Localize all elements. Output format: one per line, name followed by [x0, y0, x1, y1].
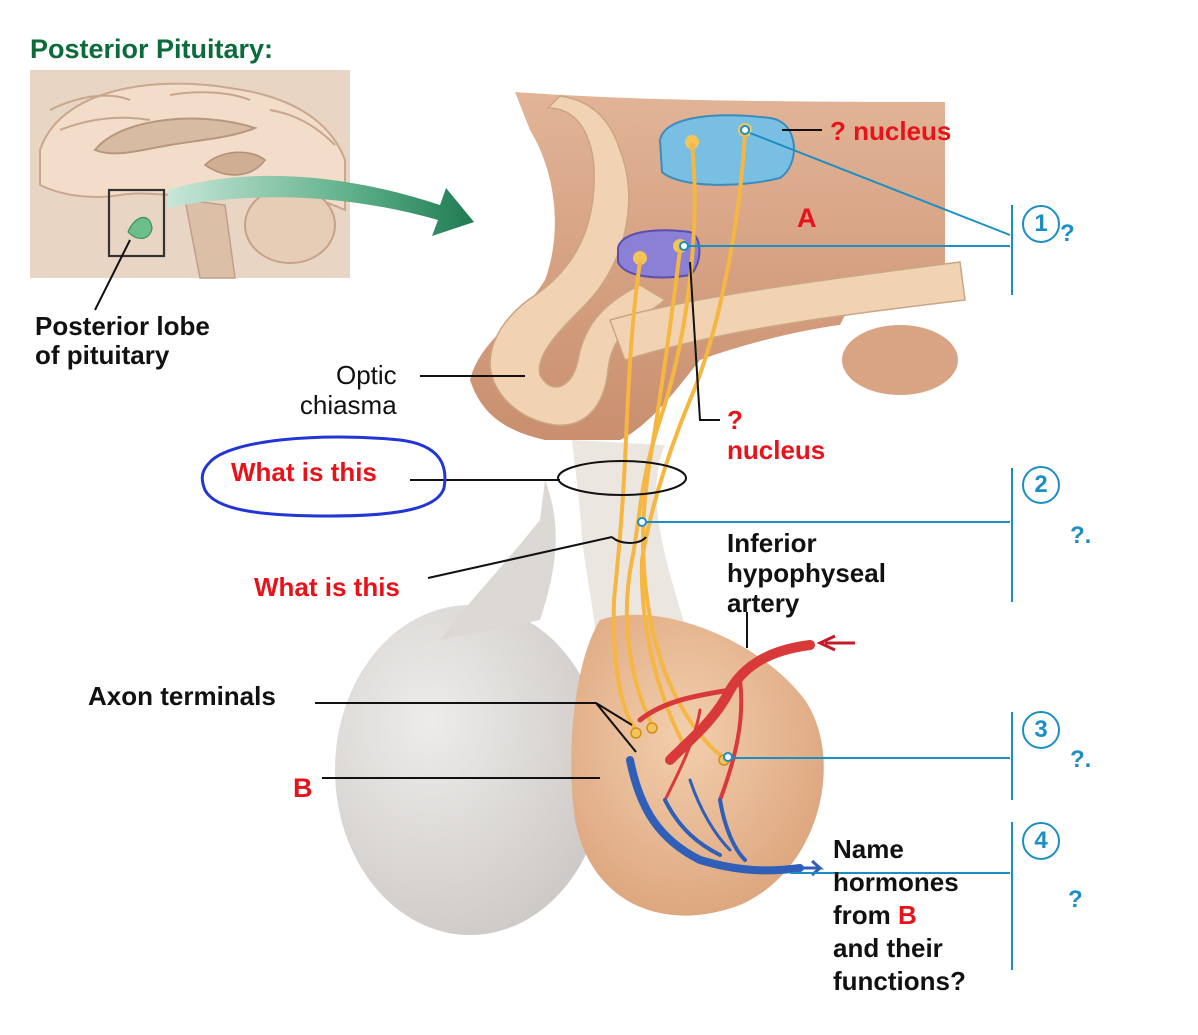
- inferior-hypophyseal-artery: [637, 640, 815, 802]
- hypophyseal-veins: [626, 756, 804, 875]
- optic-chiasma-line-2: chiasma: [299, 390, 397, 420]
- what-is-this-label-1: What is this: [231, 457, 377, 487]
- anterior-lobe: [335, 605, 605, 935]
- posterior-lobe-line-1: Posterior lobe: [35, 311, 210, 341]
- inferior-artery-line-1: Inferior: [727, 528, 817, 558]
- question-nucleus-lower-label: ? nucleus: [727, 405, 825, 465]
- callout-answer-3: ?.: [1070, 746, 1092, 773]
- callout-lines: [643, 132, 1013, 970]
- optic-chiasma-line-1: Optic: [336, 360, 397, 390]
- name-hormones-line-1: Name: [833, 834, 904, 864]
- region-b-label: B: [293, 773, 313, 803]
- callout-answer-2: ?.: [1070, 522, 1092, 549]
- anterior-stalk: [440, 480, 556, 640]
- name-hormones-b: B: [898, 900, 917, 930]
- inferior-artery-line-3: artery: [727, 588, 800, 618]
- ink-circle-annotation: [200, 435, 447, 518]
- hypothalamus-lobe: [842, 325, 958, 395]
- callout-answer-1: ?: [1060, 220, 1075, 247]
- name-hormones-line-4: and their: [833, 933, 943, 963]
- brain-inset: [30, 70, 350, 279]
- posterior-lobe-line-2: of pituitary: [35, 340, 170, 370]
- posterior-lobe-label: Posterior lobe of pituitary: [35, 312, 210, 370]
- callout-number-4: 4: [1022, 822, 1060, 860]
- callout-answer-4: ?: [1068, 886, 1083, 913]
- what-is-this-label-2: What is this: [254, 572, 400, 602]
- region-a-label: A: [797, 203, 817, 233]
- question-nucleus-top-label: ? nucleus: [830, 116, 952, 146]
- leader-lines: [94, 129, 822, 779]
- question-nucleus-lower-word: nucleus: [727, 435, 826, 465]
- posterior-lobe: [571, 614, 824, 916]
- inferior-artery-label: Inferior hypophyseal artery: [727, 528, 886, 618]
- axon-bundle: [611, 131, 747, 760]
- name-hormones-line-3: from B: [833, 899, 966, 932]
- name-hormones-line-2: hormones: [833, 867, 959, 897]
- arrow-right-icon: [168, 175, 474, 236]
- optic-chiasma-label: Optic chiasma: [292, 360, 397, 420]
- name-hormones-line-5: functions?: [833, 966, 966, 996]
- callout-dots: [637, 125, 750, 762]
- callout-number-3: 3: [1022, 711, 1060, 749]
- name-hormones-prompt: Name hormones from B and their functions…: [833, 833, 966, 998]
- page-title: Posterior Pituitary:: [30, 34, 274, 64]
- callout-number-2: 2: [1022, 466, 1060, 504]
- name-hormones-from: from: [833, 900, 898, 930]
- artery-inflow-arrow: [816, 634, 855, 652]
- question-nucleus-lower-mark: ?: [727, 405, 743, 435]
- callout-number-1: 1: [1022, 205, 1060, 243]
- axon-terminals-label: Axon terminals: [88, 681, 276, 711]
- inferior-artery-line-2: hypophyseal: [727, 558, 886, 588]
